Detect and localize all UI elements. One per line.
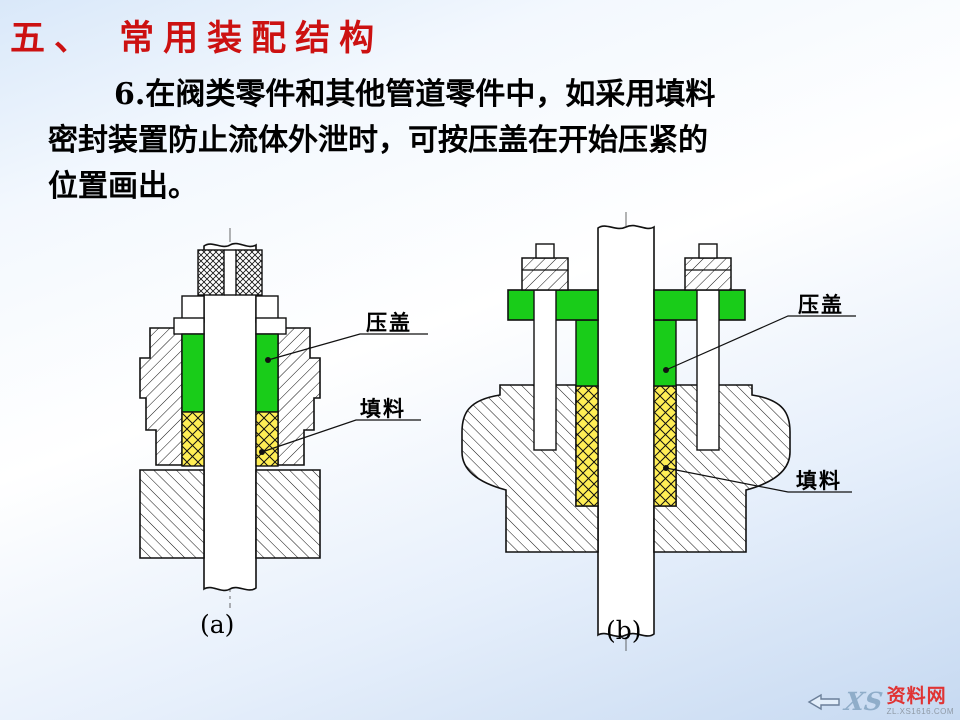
figure-b-packing-label: 填料 <box>796 468 842 493</box>
figure-b-nut-left <box>521 257 569 291</box>
figure-b-stud-left <box>533 289 557 451</box>
figure-b-body-left <box>461 384 599 553</box>
figure-a-base-left <box>139 469 205 559</box>
figure-b-gland-leader <box>665 315 856 371</box>
figure-a-packing-label: 填料 <box>360 396 406 421</box>
figure-b-gland-neck-left <box>575 319 599 387</box>
xs-logo: XS <box>843 687 885 716</box>
figure-b-stud-end-left <box>535 243 555 259</box>
figure-a-body-left <box>139 327 183 466</box>
figure-b-rod <box>597 224 655 638</box>
figure-a-rod <box>203 242 257 592</box>
figure-a-nut-right <box>235 249 263 296</box>
brand-name: 资料网 <box>886 686 947 707</box>
figure-b-stud-end-right <box>698 243 718 259</box>
figure-a-gland-right <box>255 333 279 413</box>
figure-a-drawing <box>139 228 428 608</box>
figure-b-gland-label: 压盖 <box>798 292 844 317</box>
figure-b-packing-right <box>653 385 677 507</box>
figure-a-gland-leader <box>267 333 428 361</box>
figure-b-body-right <box>653 384 791 553</box>
figure-b-gland-neck-right <box>653 319 677 387</box>
figure-a-gland-flange-left <box>173 317 205 335</box>
figure-b-caption: (b) <box>606 616 642 645</box>
body-line-3: 位置画出。 <box>48 169 198 204</box>
figure-a-caption: (a) <box>200 610 235 639</box>
figure-b-stud-right <box>696 289 720 451</box>
body-paragraph: 6.在阀类零件和其他管道零件中，如采用填料 密封装置防止流体外泄时，可按压盖在开… <box>48 72 928 210</box>
brand-block: 资料网 ZL.XS1616.COM <box>887 687 954 716</box>
figure-a-gland-flange-right <box>255 317 287 335</box>
back-arrow-icon[interactable] <box>807 692 841 712</box>
figure-a-packing-left <box>181 411 205 467</box>
figure-b-packing-leader <box>665 467 852 493</box>
figure-b-drawing <box>461 212 856 652</box>
figure-a-gland-label: 压盖 <box>366 310 412 335</box>
body-line-1: 6.在阀类零件和其他管道零件中，如采用填料 <box>114 77 716 112</box>
page-title: 五、 常用装配结构 <box>10 18 384 59</box>
figure-a-nut-left <box>197 249 225 296</box>
body-line-2: 密封装置防止流体外泄时，可按压盖在开始压紧的 <box>48 123 708 158</box>
brand-url: ZL.XS1616.COM <box>886 707 954 716</box>
figure-a-packing-leader <box>261 419 421 453</box>
figure-a-gland-left <box>181 333 205 413</box>
figure-b-packing-left <box>575 385 599 507</box>
watermark: XS 资料网 ZL.XS1616.COM <box>807 687 954 716</box>
figure-b-nut-right <box>684 257 732 291</box>
figure-a-packing-right <box>255 411 279 467</box>
figure-a-base-right <box>255 469 321 559</box>
